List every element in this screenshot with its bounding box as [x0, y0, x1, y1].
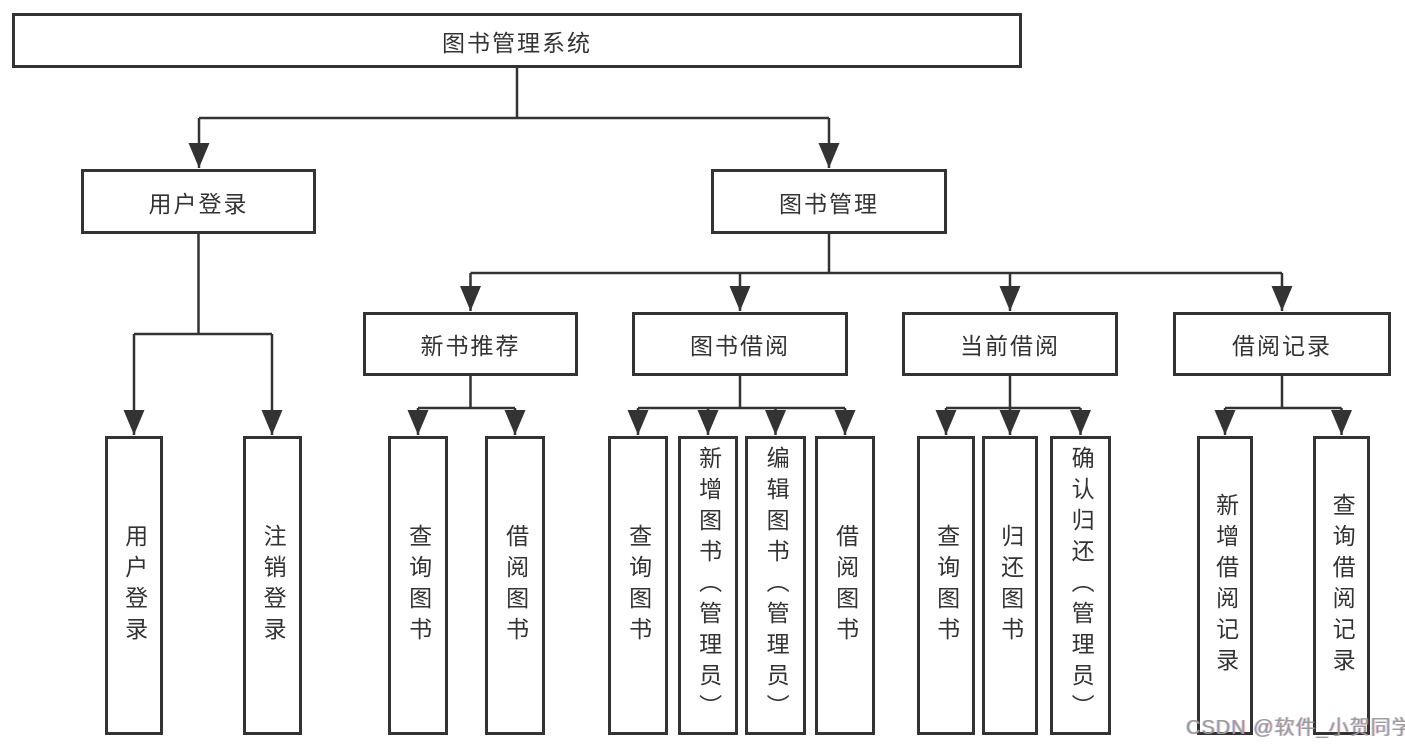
- leaf-query-book-2-label: 查询图书: [625, 523, 652, 648]
- node-user-login: 用户登录: [81, 169, 316, 234]
- leaf-query-book-2: 查询图书: [608, 436, 668, 735]
- node-current-borrowing: 当前借阅: [902, 312, 1118, 376]
- leaf-confirm-return-admin: 确认归还（管理员）: [1050, 436, 1111, 735]
- node-borrowing-records: 借阅记录: [1173, 312, 1391, 376]
- node-current-borrowing-label: 当前借阅: [960, 333, 1060, 359]
- leaf-query-borrow-record: 查询借阅记录: [1313, 436, 1370, 735]
- leaf-user-login-label: 用户登录: [121, 523, 148, 648]
- node-new-book-recommend: 新书推荐: [363, 312, 578, 376]
- leaf-query-book-1-label: 查询图书: [405, 523, 432, 648]
- leaf-query-borrow-record-label: 查询借阅记录: [1329, 492, 1356, 679]
- node-root-label: 图书管理系统: [442, 29, 592, 56]
- node-user-login-label: 用户登录: [148, 190, 249, 217]
- leaf-add-borrow-record: 新增借阅记录: [1197, 436, 1253, 735]
- leaf-add-book-admin: 新增图书（管理员）: [678, 436, 738, 735]
- leaf-borrow-book-2-label: 借阅图书: [832, 523, 859, 648]
- leaf-query-book-1: 查询图书: [388, 436, 448, 735]
- node-book-borrowing-label: 图书借阅: [690, 333, 790, 359]
- leaf-confirm-return-admin-label: 确认归还（管理员）: [1068, 446, 1095, 725]
- node-borrowing-records-label: 借阅记录: [1232, 333, 1332, 359]
- leaf-return-book-label: 归还图书: [997, 523, 1024, 648]
- node-book-borrowing: 图书借阅: [632, 312, 848, 376]
- leaf-borrow-book-2: 借阅图书: [815, 436, 875, 735]
- leaf-borrow-book-1: 借阅图书: [485, 436, 545, 735]
- leaf-query-book-3: 查询图书: [917, 436, 975, 735]
- leaf-borrow-book-1-label: 借阅图书: [502, 523, 529, 648]
- node-book-management: 图书管理: [711, 169, 947, 234]
- leaf-logout-label: 注销登录: [260, 523, 287, 648]
- leaf-logout: 注销登录: [243, 436, 302, 735]
- leaf-add-borrow-record-label: 新增借阅记录: [1212, 492, 1239, 679]
- leaf-edit-book-admin: 编辑图书（管理员）: [745, 436, 806, 735]
- node-root-library-management-system: 图书管理系统: [12, 13, 1022, 68]
- node-book-management-label: 图书管理: [779, 190, 879, 217]
- watermark: CSDN @软件_小贺同学: [1186, 717, 1405, 739]
- connector-skeleton: [134, 68, 1342, 410]
- leaf-query-book-3-label: 查询图书: [933, 523, 960, 648]
- leaf-edit-book-admin-label: 编辑图书（管理员）: [763, 446, 790, 725]
- leaf-return-book: 归还图书: [982, 436, 1038, 735]
- leaf-user-login: 用户登录: [105, 436, 163, 735]
- node-new-book-recommend-label: 新书推荐: [420, 333, 521, 359]
- leaf-add-book-admin-label: 新增图书（管理员）: [695, 446, 722, 725]
